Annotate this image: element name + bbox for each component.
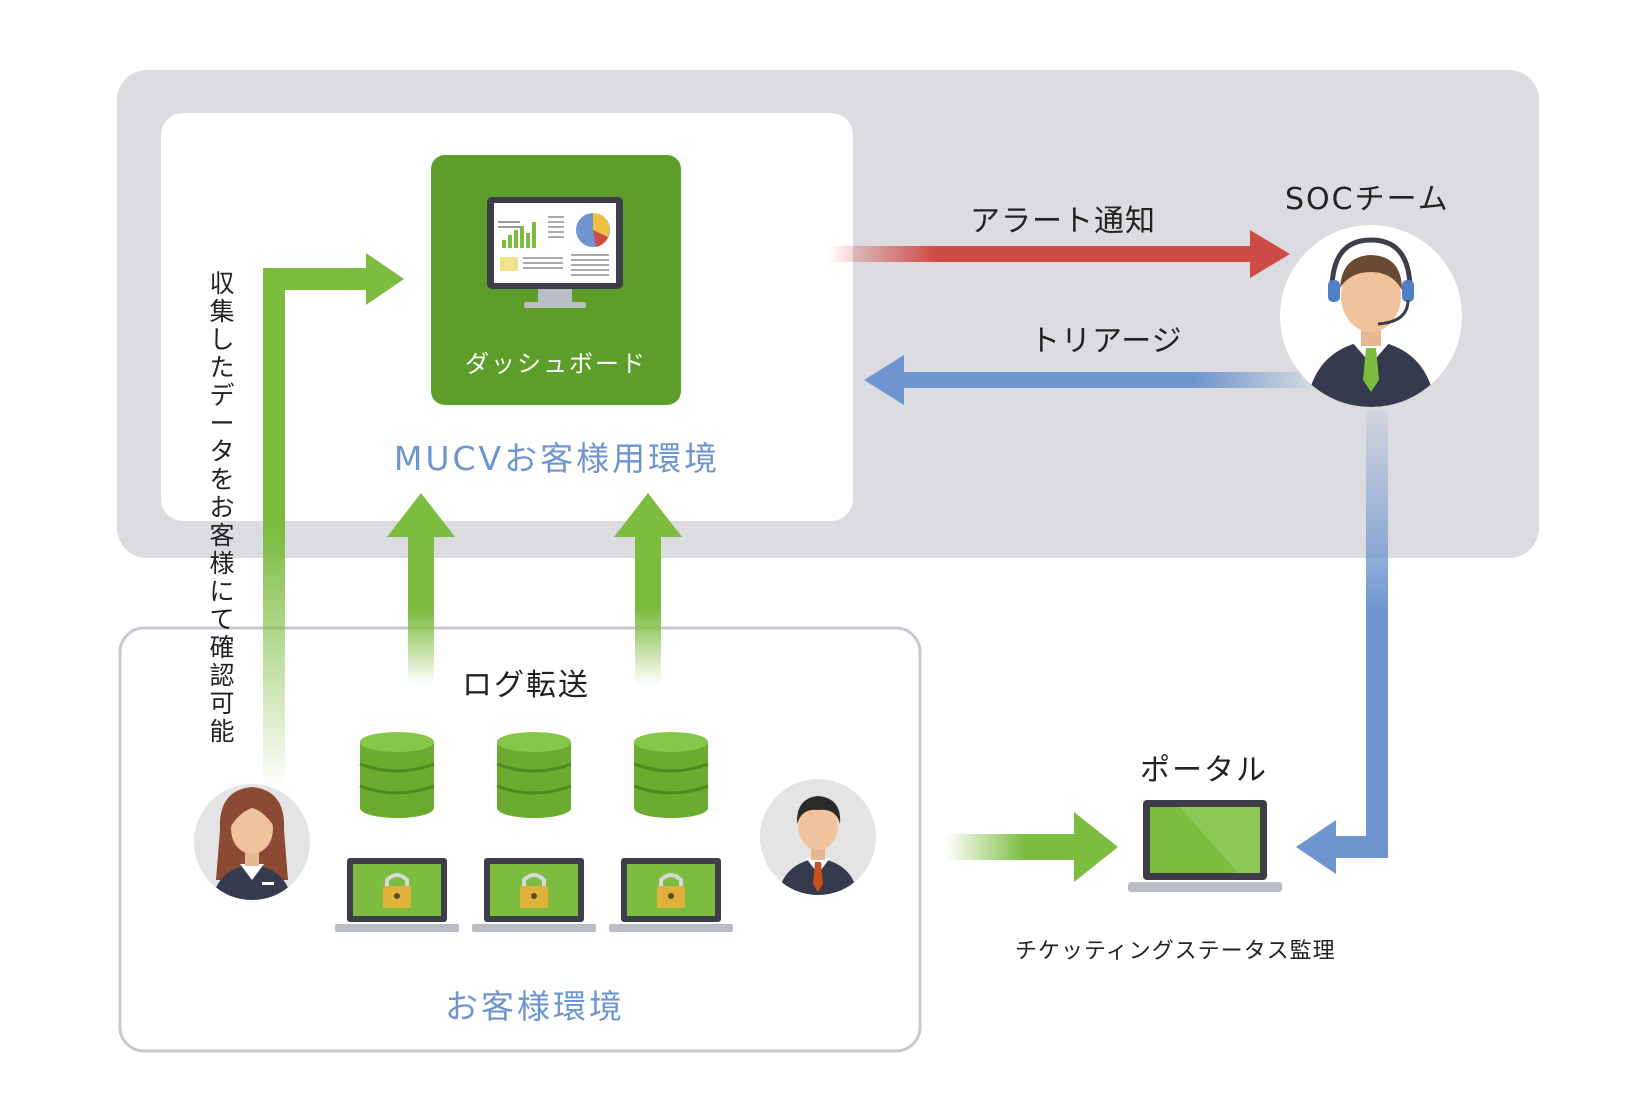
locked-laptop-icon [609,858,733,932]
dashboard-label: ダッシュボード [465,350,647,378]
alert-arrow [828,230,1290,278]
database-icon [633,732,709,818]
mucv-env-label: MUCVお客様用環境 [393,439,721,478]
soc-operator-icon [1280,225,1462,407]
portal-label: ポータル [1140,753,1268,788]
soc-team-label: SOCチーム [1285,182,1450,217]
portal-green-arrow [946,812,1118,882]
dashboard-monitor-icon [487,197,623,308]
collected-data-arrow [263,253,404,788]
collected-data-note: 収集したデータをお客様にて確認可能 [209,269,235,746]
ticketing-status-label: チケッティングステータス監理 [1015,939,1336,964]
log-transfer-label: ログ転送 [462,668,590,703]
alert-notification-label: アラート通知 [970,204,1156,239]
database-icon [359,732,435,818]
locked-laptop-icon [335,858,459,932]
log-transfer-arrow-right [614,493,682,685]
male-user-icon [760,779,876,895]
database-icon [496,732,572,818]
customer-env-panel [118,626,922,1053]
triage-label: トリアージ [1030,324,1183,359]
triage-arrow [864,355,1320,405]
locked-laptop-icon [472,858,596,932]
female-user-icon [194,784,310,900]
log-transfer-arrow-left [387,493,455,685]
portal-laptop-icon [1128,800,1282,892]
portal-blue-arrow [1296,410,1388,874]
customer-env-label: お客様環境 [445,987,625,1026]
